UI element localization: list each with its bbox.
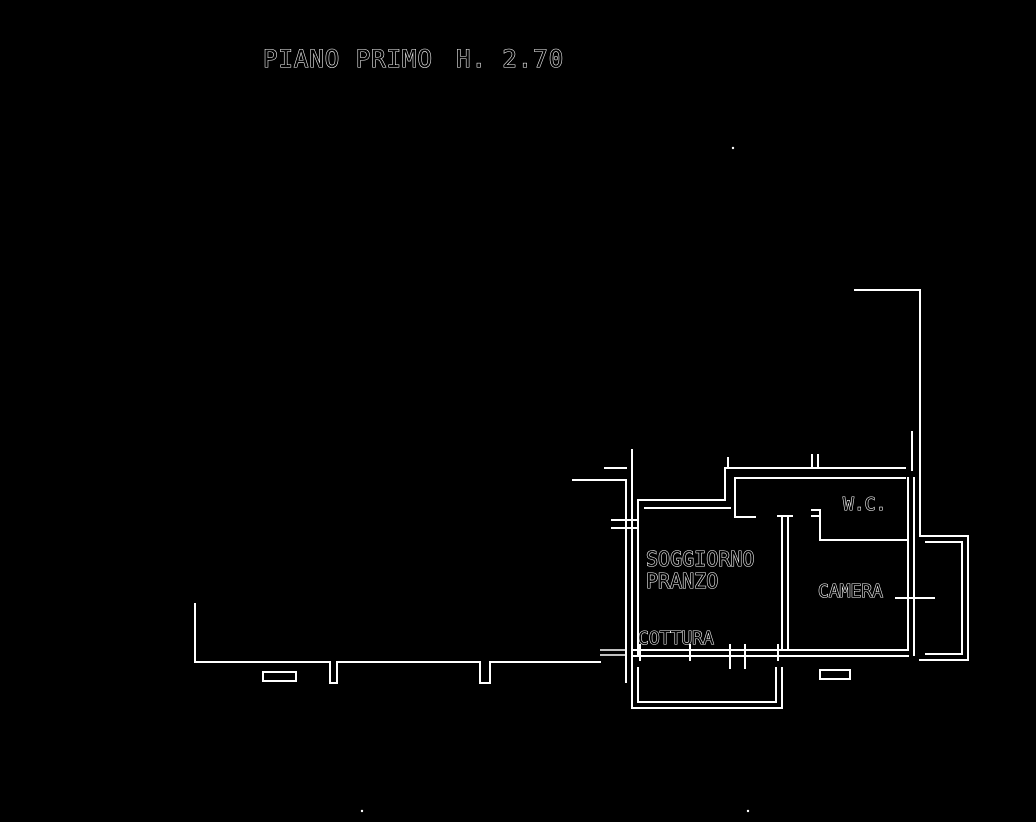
scan-speck xyxy=(731,146,735,150)
scan-speck xyxy=(746,809,750,813)
plan-title: PIANO PRIMO xyxy=(263,45,433,73)
room-label-cottura: COTTURA xyxy=(638,628,714,649)
window-opening-left xyxy=(262,671,297,682)
room-label-wc: W.C. xyxy=(843,494,886,515)
scan-speck xyxy=(360,809,364,813)
room-label-pranzo: PRANZO xyxy=(646,569,718,593)
room-label-soggiorno: SOGGIORNO xyxy=(646,547,754,571)
plan-height-label: H. 2.70 xyxy=(456,45,564,73)
internal-partitions xyxy=(611,509,935,651)
balcony-outline xyxy=(631,667,783,709)
unit-bottom-wall xyxy=(631,644,909,669)
side-balcony-outline xyxy=(919,535,969,661)
unit-exterior-walls xyxy=(572,289,921,683)
left-wing-outline xyxy=(194,603,626,684)
window-opening-right xyxy=(819,669,851,680)
room-label-camera: CAMERA xyxy=(818,581,883,602)
